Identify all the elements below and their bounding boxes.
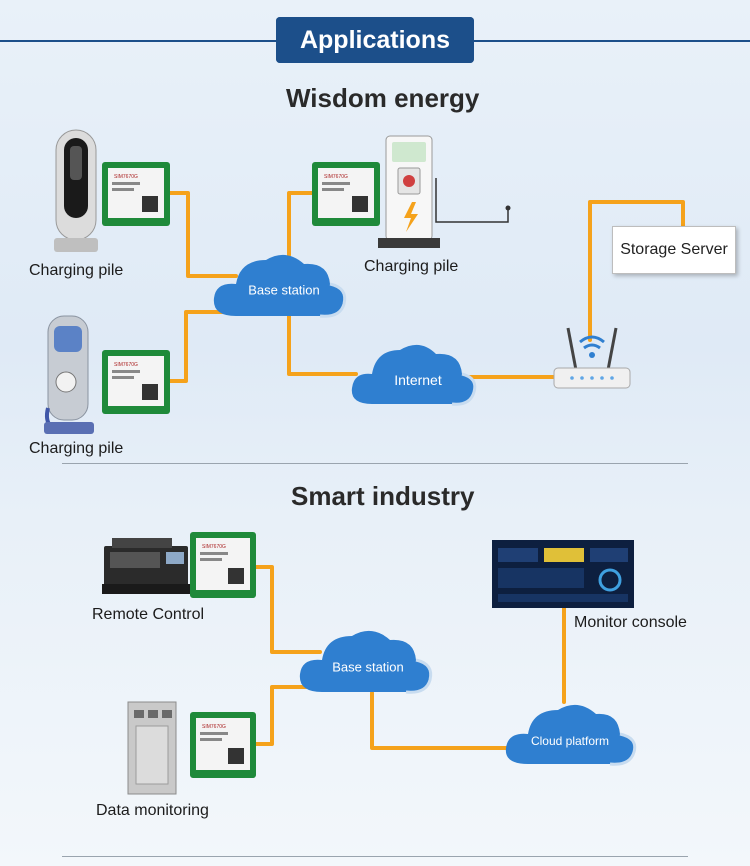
label-charging-pile-1: Charging pile	[29, 262, 124, 279]
cloud-icon	[505, 704, 637, 766]
sim-module-board: SIM7670G	[190, 532, 256, 598]
charging-pile-icon	[54, 129, 98, 252]
charging-pile-icon	[44, 315, 94, 435]
label-charging-pile-2: Charging pile	[29, 440, 124, 457]
header-banner: Applications	[276, 17, 474, 63]
storage-server-box: Storage Server	[612, 226, 736, 274]
svg-text:SIM7670G: SIM7670G	[114, 362, 138, 368]
charging-station-icon	[378, 135, 440, 248]
label-remote-control: Remote Control	[92, 606, 205, 623]
svg-text:SIM7670G: SIM7670G	[202, 544, 226, 550]
header-title: Applications	[299, 25, 450, 54]
wifi-router-icon	[553, 327, 631, 389]
label-charging-pile-3: Charging pile	[364, 258, 459, 275]
connector-line	[370, 691, 516, 750]
svg-text:SIM7670G: SIM7670G	[324, 174, 348, 180]
section-divider	[62, 463, 688, 464]
cloud-label-internet: Internet	[394, 372, 442, 388]
label-monitor-console: Monitor console	[574, 614, 687, 631]
connector-line	[254, 565, 322, 654]
section-title-smart-industry: Smart industry	[291, 481, 475, 511]
cloud-icon	[213, 254, 347, 318]
svg-text:SIM7670G: SIM7670G	[114, 174, 138, 180]
monitor-console-icon	[492, 540, 634, 608]
sim-module-board: SIM7670G	[312, 162, 380, 226]
svg-text:SIM7670G: SIM7670G	[202, 724, 226, 730]
section-title-wisdom-energy: Wisdom energy	[286, 83, 480, 113]
cloud-icon	[351, 344, 477, 406]
connector-line	[254, 685, 308, 746]
connector-line	[287, 298, 358, 376]
connector-line	[588, 200, 685, 342]
sim-module-board: SIM7670G	[190, 712, 256, 778]
cloud-label-base-station-2: Base station	[332, 659, 404, 675]
cloud-icon	[299, 630, 433, 694]
monitoring-cabinet-icon	[127, 701, 177, 795]
label-data-monitoring: Data monitoring	[96, 802, 209, 819]
sim-module-board: SIM7670G	[102, 350, 170, 414]
remote-control-machine-icon	[102, 538, 190, 594]
cable-line	[435, 178, 509, 223]
connector-line	[287, 191, 324, 257]
sim-module-board: SIM7670G	[102, 162, 170, 226]
connector-line	[168, 310, 224, 383]
cable-end	[505, 205, 511, 211]
cloud-label-base-station: Base station	[248, 282, 320, 298]
section-divider-bottom	[62, 856, 688, 857]
storage-server-label: Storage Server	[620, 241, 728, 258]
cloud-label-cloud-platform: Cloud platform	[530, 734, 610, 748]
connector-line	[168, 191, 238, 278]
